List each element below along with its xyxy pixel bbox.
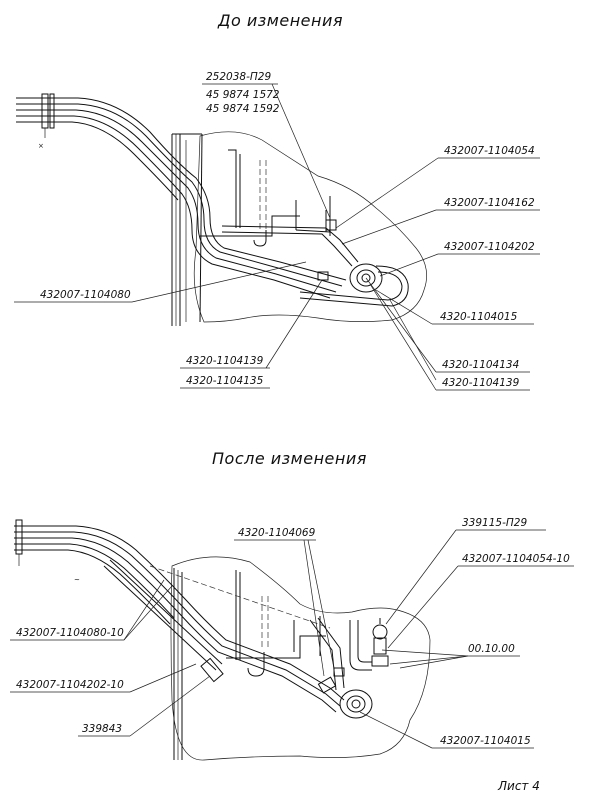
svg-text:×: × — [38, 142, 44, 150]
part-label: 339843 — [82, 723, 122, 735]
svg-text:~: ~ — [74, 576, 80, 584]
part-label: 4320-1104015 — [440, 311, 518, 323]
part-label: 45 9874 1572 — [206, 89, 280, 101]
part-label: 4320-1104134 — [442, 359, 519, 371]
part-label: 45 9874 1592 — [206, 103, 280, 115]
view-before: До изменения — [14, 11, 540, 391]
pipe-bundle: × — [16, 93, 409, 307]
view-after: После изменения — [10, 449, 574, 761]
part-label: 4320-1104069 — [238, 527, 316, 539]
frame-bracket — [173, 568, 326, 760]
revision-cloud-outline — [193, 131, 427, 323]
frame-bracket — [171, 133, 331, 326]
leader-lines-after — [10, 529, 574, 749]
pipe-bundle: ~ — [14, 519, 389, 719]
sheet-number: Лист 4 — [497, 779, 540, 793]
part-label: 432007-1104162 — [444, 197, 535, 209]
part-label: 432007-1104202 — [444, 241, 535, 253]
part-label: 432007-1104080-10 — [16, 627, 124, 639]
revision-cloud-outline — [170, 556, 431, 761]
part-label: 4320-1104135 — [186, 375, 264, 387]
view-before-title: До изменения — [217, 11, 343, 30]
part-label: 432007-1104015 — [440, 735, 531, 747]
part-label: 4320-1104139 — [186, 355, 264, 367]
part-label: 4320-1104139 — [442, 377, 520, 389]
part-label: 339115-П29 — [462, 517, 527, 529]
part-label: 432007-1104202-10 — [16, 679, 124, 691]
leader-lines-before — [14, 83, 540, 391]
part-label: 432007-1104054 — [444, 145, 535, 157]
view-after-title: После изменения — [212, 449, 367, 468]
part-label: 252038-П29 — [206, 71, 271, 83]
part-label: 432007-1104054-10 — [462, 553, 570, 565]
part-label: 432007-1104080 — [40, 289, 131, 301]
part-label: 00.10.00 — [468, 643, 515, 655]
